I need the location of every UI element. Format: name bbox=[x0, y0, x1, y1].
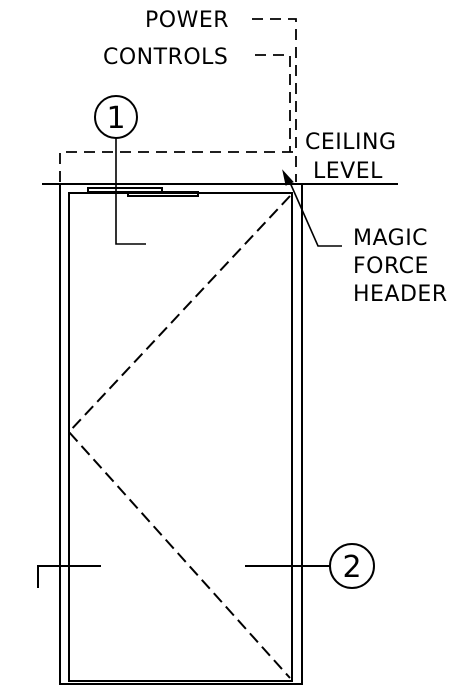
header-label: HEADER bbox=[353, 282, 448, 307]
power-leader-line bbox=[252, 18, 297, 148]
door-frame-outer bbox=[59, 183, 303, 685]
magic-force-operator-arm bbox=[127, 191, 199, 197]
callout-2-bubble bbox=[329, 543, 375, 589]
callout-1-number: 1 bbox=[106, 101, 125, 136]
controls-label: CONTROLS bbox=[103, 45, 228, 70]
magic-force-leader-arrowhead bbox=[282, 169, 294, 186]
magic-force-header-bar bbox=[87, 187, 163, 193]
magic-force-leader bbox=[287, 177, 342, 247]
door-swing-indicator bbox=[67, 195, 291, 679]
controls-leader-line bbox=[255, 54, 291, 152]
callout-2-number: 2 bbox=[342, 550, 361, 585]
header-housing-outline bbox=[59, 151, 297, 182]
magic-label: MAGIC bbox=[353, 226, 428, 251]
section-cut-left bbox=[37, 565, 101, 588]
power-label: POWER bbox=[145, 8, 229, 33]
force-label: FORCE bbox=[353, 254, 429, 279]
level-label: LEVEL bbox=[313, 159, 383, 184]
door-frame-inner bbox=[68, 192, 293, 682]
ceiling-label: CEILING bbox=[305, 130, 397, 155]
callout-1-leader bbox=[115, 138, 146, 245]
